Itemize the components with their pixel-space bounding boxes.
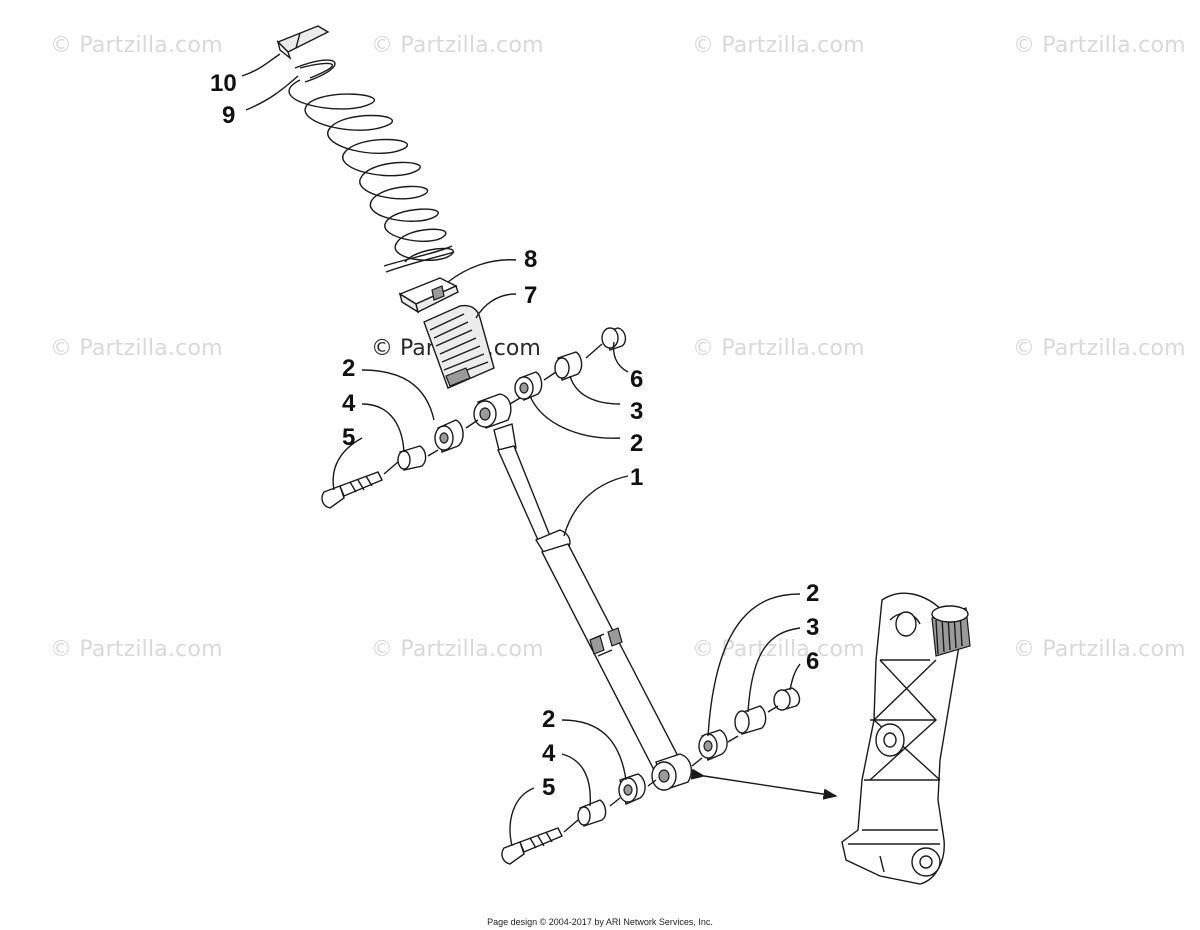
- watermark: © Partzilla.com: [692, 336, 865, 361]
- callout-4-upper: 4: [342, 390, 356, 417]
- callout-6-upper: 6: [630, 366, 644, 393]
- callout-2-upper-right: 2: [630, 430, 644, 457]
- watermark: © Partzilla.com: [1013, 33, 1186, 58]
- callout-10: 10: [210, 70, 237, 97]
- bump-stop: [423, 304, 495, 389]
- spring-retainer-cap: [276, 25, 330, 61]
- watermark: © Partzilla.com: [1013, 336, 1186, 361]
- callout-7: 7: [524, 282, 538, 309]
- assembly-arrow: [690, 768, 838, 800]
- callout-9: 9: [222, 102, 236, 129]
- callout-2-lower-left: 2: [542, 706, 556, 733]
- watermark: © Partzilla.com: [371, 637, 544, 662]
- callout-5-upper: 5: [342, 424, 356, 451]
- watermark: © Partzilla.com: [50, 637, 223, 662]
- callout-2-lower-right: 2: [806, 580, 820, 607]
- callout-6-lower: 6: [806, 648, 820, 675]
- watermark: © Partzilla.com: [692, 33, 865, 58]
- callout-5-lower: 5: [542, 774, 556, 801]
- callout-1: 1: [630, 464, 644, 491]
- callout-3-upper: 3: [630, 398, 644, 425]
- callout-2-upper-left: 2: [342, 355, 356, 382]
- watermark: © Partzilla.com: [50, 336, 223, 361]
- leader-lines: [241, 53, 801, 847]
- watermark: © Partzilla.com: [1013, 637, 1186, 662]
- shock-absorber: [493, 423, 692, 791]
- watermark: © Partzilla.com: [692, 637, 865, 662]
- callout-8: 8: [524, 246, 538, 273]
- page-footer: Page design © 2004-2017 by ARI Network S…: [487, 917, 713, 927]
- callout-3-lower: 3: [806, 614, 820, 641]
- coil-spring: [288, 59, 455, 273]
- watermark: © Partzilla.com: [371, 33, 544, 58]
- callout-4-lower: 4: [542, 740, 556, 767]
- watermark: © Partzilla.com: [50, 33, 223, 58]
- steering-knuckle: [841, 592, 971, 885]
- upper-mount-hardware: [321, 327, 627, 509]
- spring-seat: [398, 277, 459, 314]
- lower-mount-hardware: [501, 687, 801, 865]
